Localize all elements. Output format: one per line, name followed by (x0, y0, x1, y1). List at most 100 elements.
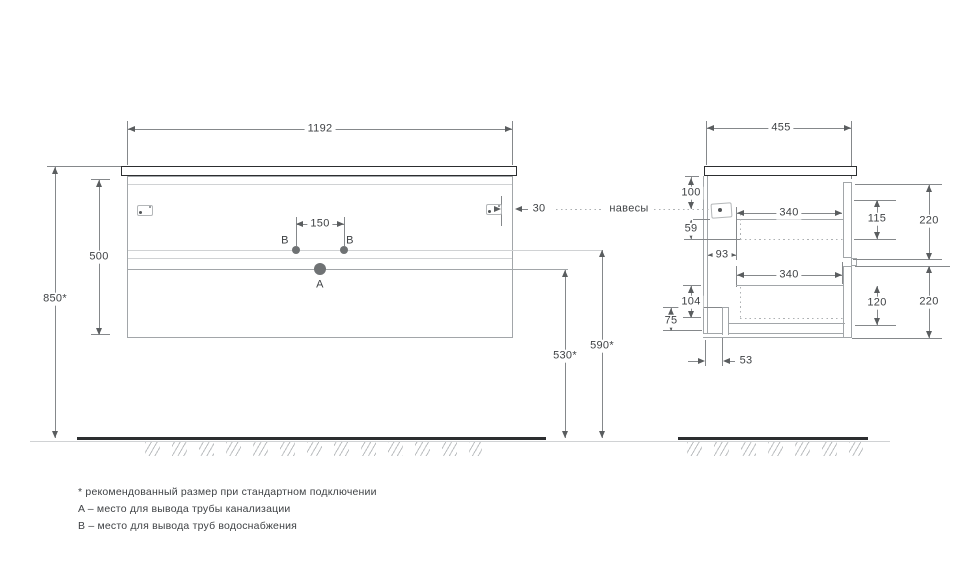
carcass-tab (851, 258, 857, 266)
arrow-up (599, 250, 605, 257)
arrow-up (688, 286, 694, 293)
water-supply-level-line (128, 250, 603, 251)
drawer-front-top (843, 182, 852, 258)
dim-inner-height-bottom: 120 (864, 296, 890, 310)
extension-line (296, 217, 297, 246)
extension-tick (663, 330, 702, 331)
extension-line (127, 121, 128, 165)
arrow-down (52, 431, 58, 438)
arrow-down (874, 318, 880, 325)
arrow-up (96, 180, 102, 187)
countertop-side (704, 166, 857, 176)
dim-top-to-bracket: 100 (678, 186, 704, 200)
arrow-left (723, 358, 730, 364)
arrow-down (96, 328, 102, 335)
arrow-up (562, 270, 568, 277)
extension-line (736, 266, 737, 287)
counter-seam-line (128, 184, 512, 185)
arrow-left (737, 210, 744, 216)
arrow-left (128, 126, 135, 132)
arrow-right (337, 221, 344, 227)
hanger-dot-left (139, 211, 142, 214)
siphon-step (722, 307, 729, 335)
dim-front-height-top: 220 (916, 214, 942, 228)
drawer-hidden-bottom (740, 318, 845, 319)
arrow-down (688, 311, 694, 318)
arrow-right (835, 272, 842, 278)
leader-dotted-line (654, 209, 711, 210)
dim-inner-height-top: 115 (864, 212, 890, 226)
extension-line (706, 121, 707, 165)
cabinet-side-back-wall (703, 176, 708, 338)
drawer-hidden-bottom (740, 239, 843, 240)
drain-level-line (128, 269, 568, 270)
extension-tick (693, 219, 710, 220)
dim-step-height: 75 (661, 314, 681, 328)
extension-line (855, 184, 942, 185)
dim-water-height: 590* (587, 339, 617, 353)
extension-tick (91, 179, 110, 180)
drawer-front-bottom (843, 266, 852, 338)
arrow-down (926, 253, 932, 260)
arrow-right (835, 210, 842, 216)
dim-inner-back-height: 104 (678, 295, 704, 309)
arrow-left (737, 272, 744, 278)
drawer-top-edge (736, 219, 843, 220)
floor-hatch-right (687, 442, 863, 456)
hanger-bracket-dot (718, 208, 722, 212)
arrow-left (515, 206, 522, 212)
extension-line (47, 166, 121, 167)
extension-line (854, 239, 896, 240)
dim-mount-height: 850* (40, 292, 70, 306)
extension-line (851, 121, 852, 179)
dim-bracket-to-bottom: 59 (681, 222, 701, 236)
point-a-label: A (316, 278, 324, 291)
dim-back-clearance: 93 (712, 248, 732, 262)
dim-front-height-bottom: 220 (916, 295, 942, 309)
point-b-right-label: B (346, 234, 354, 247)
hanger-icon-left (137, 205, 153, 216)
drawer-gap-line (128, 258, 512, 259)
arrow-down (688, 202, 694, 209)
extension-line (344, 217, 345, 246)
arrow-down (874, 232, 880, 239)
water-point-b-left (292, 246, 300, 254)
hanger-dot-right (488, 210, 491, 213)
extension-line (684, 239, 740, 240)
dim-front-height: 500 (86, 250, 112, 264)
extension-line (722, 338, 723, 366)
extension-tick (683, 285, 701, 286)
arrow-left (707, 125, 714, 131)
drawer-bottom-edge (729, 323, 845, 324)
countertop-front (121, 166, 517, 176)
arrow-up (926, 266, 932, 273)
arrow-right (844, 125, 851, 131)
floor-line-left (77, 437, 546, 440)
drawer-back-line (736, 207, 737, 260)
arrow-right (505, 126, 512, 132)
extension-line (852, 338, 942, 339)
drawer-hidden-back (740, 214, 741, 239)
floor-hatch-left (145, 442, 482, 456)
footnote-point-b: B – место для вывода труб водоснабжения (78, 520, 298, 532)
arrow-right (698, 358, 705, 364)
footnote-recommended-size: * рекомендованный размер при стандартном… (78, 486, 377, 498)
arrow-down (599, 431, 605, 438)
extension-line (842, 262, 843, 284)
floor-line-right (678, 437, 868, 440)
arrow-left (708, 252, 715, 258)
dim-drawer-depth-bottom: 340 (776, 268, 802, 282)
point-b-left-label: B (281, 234, 289, 247)
drain-point-a (314, 263, 326, 275)
extension-line (855, 325, 896, 326)
arrow-down (668, 324, 674, 331)
dim-b-spacing: 150 (307, 217, 333, 231)
arrow-tail (522, 209, 528, 210)
extension-tick (685, 176, 699, 177)
dim-drain-height: 530* (550, 349, 580, 363)
footnote-point-a: A – место для вывода трубы канализации (78, 503, 291, 515)
arrow-right (494, 206, 501, 212)
arrow-down (926, 331, 932, 338)
cabinet-front-body (127, 176, 513, 338)
